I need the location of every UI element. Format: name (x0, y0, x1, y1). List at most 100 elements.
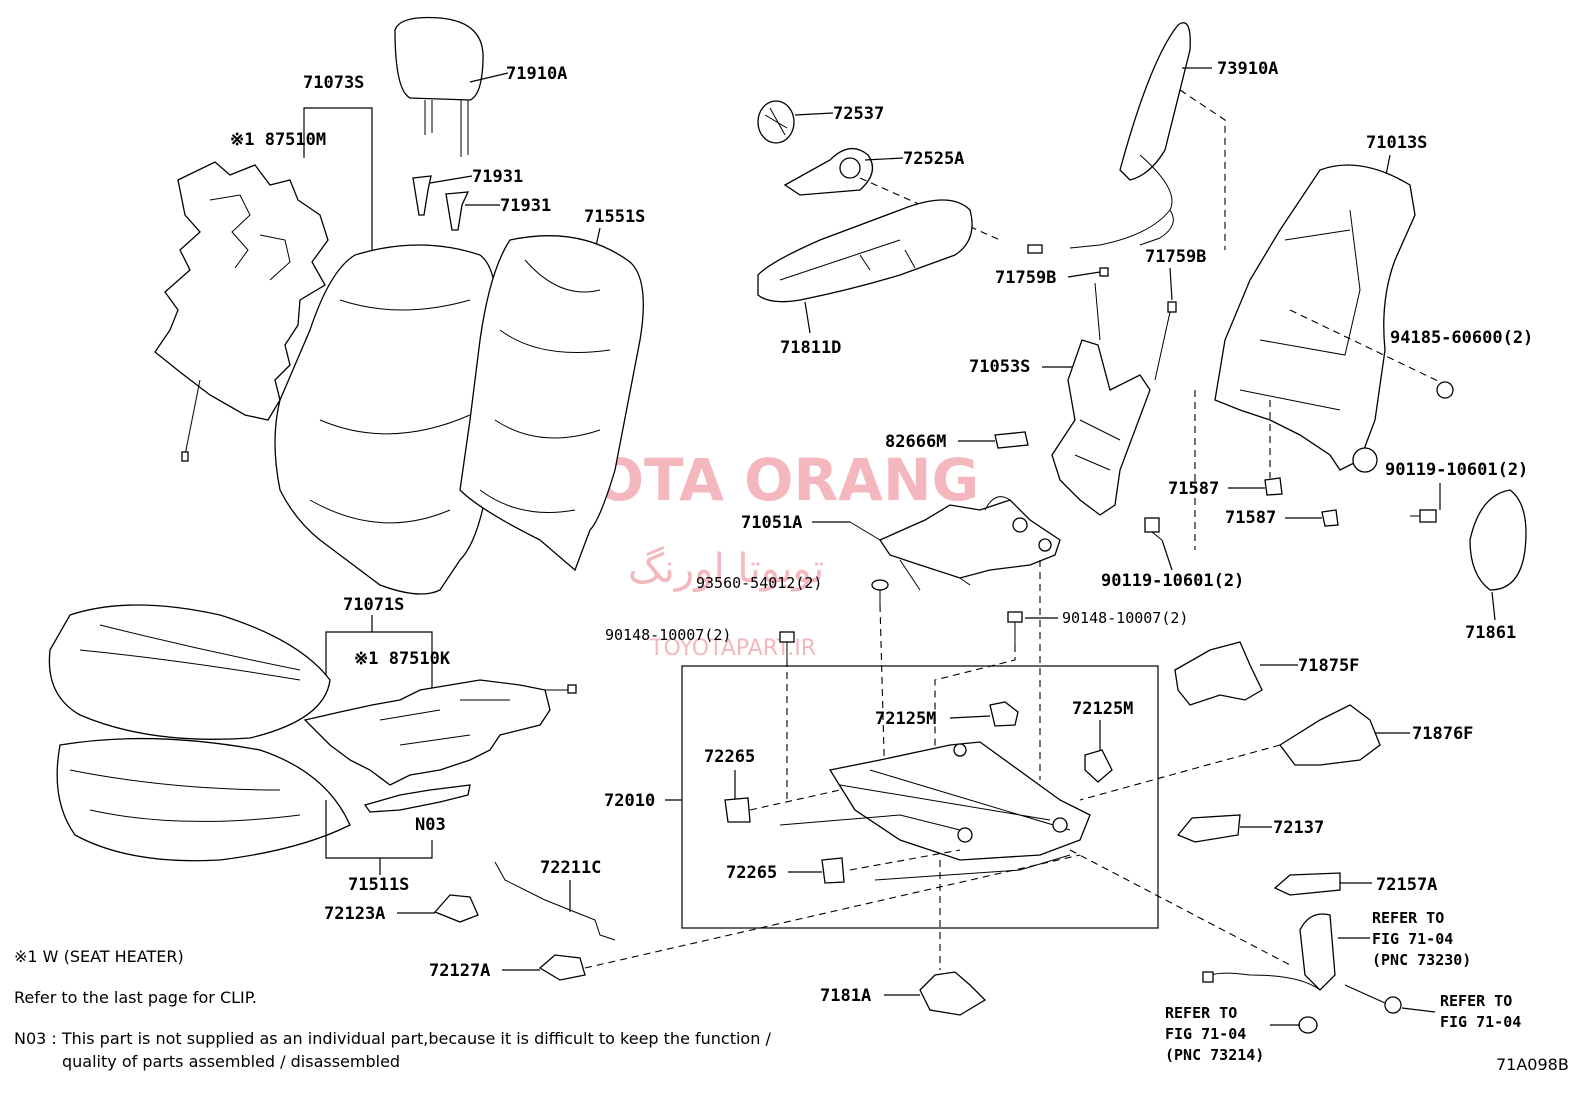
label-71861: 71861 (1465, 623, 1516, 643)
label-72125M-b: 72125M (1072, 699, 1133, 719)
label-90119-10601-b: 90119-10601(2) (1101, 571, 1244, 591)
part-N03 (363, 784, 471, 813)
seatback-pad-71551S-part (459, 235, 644, 572)
cover-71875F-part (1174, 641, 1263, 706)
svg-text:REFER TO: REFER TO (1165, 1004, 1237, 1022)
label-71071S: 71071S (343, 595, 404, 615)
svg-text:FIG 71-04: FIG 71-04 (1372, 930, 1453, 948)
refer-note-fig71-04: REFER TO FIG 71-04 (1440, 992, 1521, 1031)
nut-refer-part (1384, 996, 1402, 1014)
label-7181A: 7181A (820, 986, 871, 1006)
label-94185-60600: 94185-60600(2) (1390, 328, 1533, 348)
headrest-71910A-part (394, 16, 484, 157)
cover-72157A-part (1273, 872, 1341, 896)
label-90148-10007-a: 90148-10007(2) (605, 626, 731, 644)
label-72125M-a: 72125M (875, 709, 936, 729)
cushion-cover-71071S-part (48, 604, 331, 740)
label-87510K: ※1 87510K (354, 649, 451, 669)
clip-72265-a-part (724, 797, 751, 823)
refer-note-pnc73230: REFER TO FIG 71-04 (PNC 73230) (1372, 909, 1471, 969)
clip-71587-b-part (1321, 509, 1339, 527)
rod-72211C-part (494, 861, 616, 941)
side-airbag-73910A-part (1027, 22, 1191, 254)
refer-note-pnc73214: REFER TO FIG 71-04 (PNC 73214) (1165, 1004, 1264, 1064)
label-71759B-a: 71759B (995, 268, 1056, 288)
cover-72137-part (1176, 814, 1241, 843)
label-71910A: 71910A (506, 64, 567, 84)
adjuster-assembly-box (681, 665, 1159, 929)
label-90148-10007-b: 90148-10007(2) (1062, 609, 1188, 627)
label-72265-a: 72265 (704, 747, 755, 767)
label-71073S: 71073S (303, 73, 364, 93)
label-71013S: 71013S (1366, 133, 1427, 153)
label-71511S: 71511S (348, 875, 409, 895)
label-87510M: ※1 87510M (230, 130, 326, 150)
clip-72125M-a-part (989, 701, 1019, 727)
seatback-frame-71013S-part (1214, 164, 1416, 473)
bolt-90119-a-part (1410, 509, 1437, 523)
clip-71759B-a-part (1099, 267, 1109, 277)
pin-93560-part (871, 579, 889, 605)
seat-belt-buckle-part (1202, 913, 1336, 1034)
label-71053S: 71053S (969, 357, 1030, 377)
watermark-arabic: تویوتا اورنگ (628, 546, 824, 592)
clip-72265-b-part (821, 857, 845, 884)
wire-frame-71051A-part (849, 496, 1061, 591)
svg-text:FIG 71-04: FIG 71-04 (1440, 1013, 1521, 1031)
label-71931-b: 71931 (500, 196, 551, 216)
nut-94185-part (1436, 381, 1454, 399)
label-93560-54012: 93560-54012(2) (696, 574, 822, 592)
label-72137: 72137 (1273, 818, 1324, 838)
label-72537: 72537 (833, 104, 884, 124)
cover-71876F-part (1279, 704, 1381, 766)
label-72157A: 72157A (1376, 875, 1437, 895)
label-71931-a: 71931 (472, 167, 523, 187)
label-71875F: 71875F (1298, 656, 1359, 676)
note-seat-heater: ※1 W (SEAT HEATER) (14, 947, 184, 966)
label-72010: 72010 (604, 791, 655, 811)
figure-code: 71A098B (1496, 1055, 1569, 1074)
lever-knob-72537-part (757, 100, 795, 144)
cover-72127A-part (538, 954, 586, 981)
clip-71759B-b-part (1167, 301, 1177, 313)
side-shield-71811D-part (757, 199, 973, 303)
svg-text:(PNC 73214): (PNC 73214) (1165, 1046, 1264, 1064)
bolt-90148-a-part (779, 631, 795, 660)
note-clip: Refer to the last page for CLIP. (14, 988, 257, 1007)
note-n03-line2: quality of parts assembled / disassemble… (62, 1052, 401, 1071)
cushion-heater-87510K-part (303, 679, 577, 786)
bolt-90148-b-part (1007, 611, 1023, 645)
svg-text:FIG 71-04: FIG 71-04 (1165, 1025, 1246, 1043)
label-71876F: 71876F (1412, 724, 1473, 744)
clip-71587-a-part (1264, 477, 1283, 496)
cover-72123A-part (433, 894, 479, 923)
label-72265-b: 72265 (726, 863, 777, 883)
label-71811D: 71811D (780, 338, 841, 358)
label-71587-b: 71587 (1225, 508, 1276, 528)
seatback-heater-87510M-part (154, 161, 329, 462)
cushion-pad-71511S-part (56, 737, 351, 862)
cover-7181A-part (919, 971, 987, 1016)
label-72127A: 72127A (429, 961, 490, 981)
label-71551S: 71551S (584, 207, 645, 227)
clip-72125M-b-part (1084, 749, 1113, 783)
label-82666M: 82666M (885, 432, 946, 452)
svg-text:(PNC 73230): (PNC 73230) (1372, 951, 1471, 969)
label-N03: N03 (415, 815, 446, 835)
svg-text:REFER TO: REFER TO (1372, 909, 1444, 927)
label-71759B-b: 71759B (1145, 247, 1206, 267)
seat-adjuster-72010-part (779, 741, 1091, 881)
label-73910A: 73910A (1217, 59, 1278, 79)
label-90119-10601-a: 90119-10601(2) (1385, 460, 1528, 480)
bolt-90119-b-part (1144, 517, 1163, 541)
note-n03-line1: N03 : This part is not supplied as an in… (14, 1029, 771, 1048)
label-72123A: 72123A (324, 904, 385, 924)
label-72211C: 72211C (540, 858, 601, 878)
label-71051A: 71051A (741, 513, 802, 533)
cover-71861-part (1469, 489, 1527, 591)
pad-82666M-part (994, 431, 1029, 449)
seatback-cover-71073S-part (274, 244, 497, 595)
lever-72525A-part (783, 148, 874, 196)
lumbar-support-71053S-part (1051, 282, 1171, 516)
